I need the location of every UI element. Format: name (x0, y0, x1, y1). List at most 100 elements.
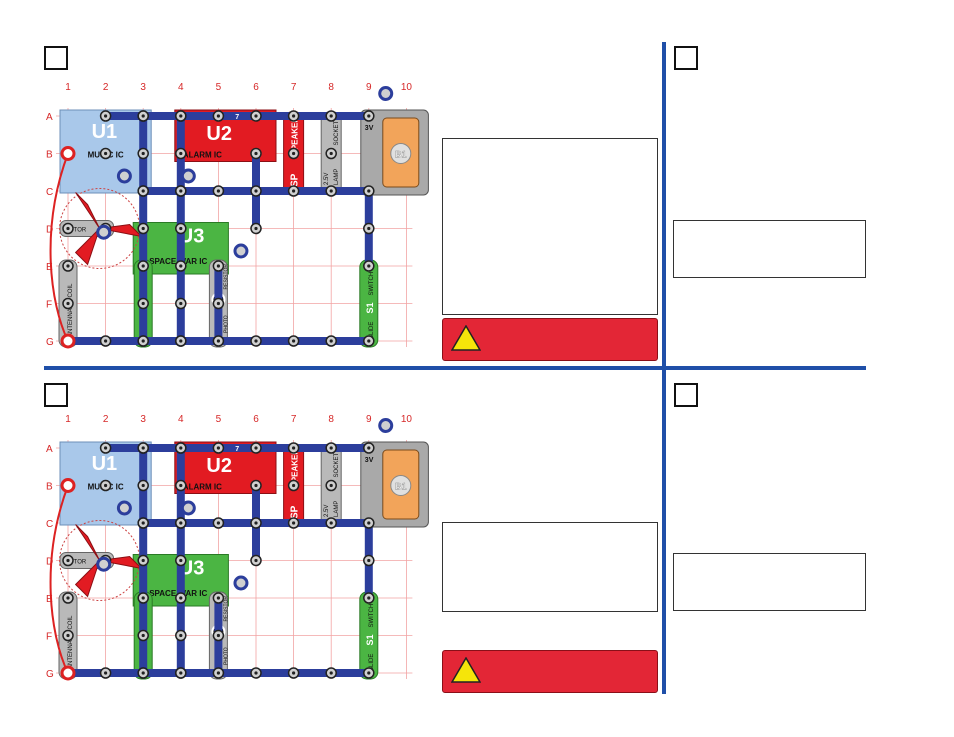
snap-connector-center (141, 189, 145, 193)
snap-connector-center (292, 671, 296, 675)
jumper-post (96, 224, 112, 240)
warning-bar-bottom (442, 650, 658, 693)
row-label: B (46, 150, 53, 161)
snap-connector-center (254, 446, 258, 450)
column-label: 4 (178, 414, 184, 425)
snap-connector-center (216, 446, 220, 450)
alarm-ic-id: U2 (206, 123, 232, 145)
warning-triangle-icon (451, 657, 481, 683)
jumper-post (96, 556, 112, 572)
snap-connector-center (141, 596, 145, 600)
snap-connector-center (141, 446, 145, 450)
column-label: 1 (65, 82, 71, 93)
snap-connector-center (367, 521, 371, 525)
snap-connector-center (216, 633, 220, 638)
row-label: E (46, 594, 53, 605)
snap-connector-center (254, 226, 258, 231)
photo-resistor-res: RESISTOR (223, 264, 229, 290)
alarm-ic-label: ALARM IC (183, 151, 222, 160)
snap-connector-center (329, 671, 333, 675)
column-label: 7 (291, 414, 297, 425)
snap-connector-center (216, 596, 220, 600)
snap-connector-center (254, 521, 258, 525)
coil-label: COIL (68, 283, 74, 298)
snap-connector-center (254, 189, 258, 193)
snap-connector-center (179, 521, 183, 525)
battery-id: B1 (395, 482, 407, 492)
snap-connector-center (141, 633, 145, 638)
step-box-top-right (674, 46, 698, 70)
red-jumper-wire (49, 153, 69, 342)
alarm-ic-id: U2 (206, 455, 232, 477)
text-box-bottom-right (673, 553, 866, 611)
row-label: C (46, 519, 53, 530)
snap-connector-center (254, 558, 258, 563)
lamp-socket-label: SOCKET (334, 452, 340, 477)
snap-connector-center (329, 151, 333, 156)
column-label: 6 (253, 414, 259, 425)
warning-bar-top (442, 318, 658, 361)
snap-connector-center (104, 446, 108, 450)
row-label: B (46, 482, 53, 493)
snap-connector-center (216, 671, 220, 675)
battery-badge (390, 475, 412, 496)
slide-switch-sw: SWITCH (369, 604, 375, 628)
coil-label: COIL (68, 615, 74, 630)
snap-connector-center (292, 189, 296, 193)
snap-connector-center (367, 189, 371, 193)
snap-connector-center (254, 339, 258, 343)
battery-badge (390, 143, 412, 164)
motor-label: MOTOR (64, 560, 87, 566)
snap-connector-center (104, 114, 108, 118)
snap-connector-center (141, 339, 145, 343)
snap-connector-center (104, 483, 108, 488)
horizontal-divider (44, 366, 866, 370)
step-box-bottom-left (44, 383, 68, 407)
slide-switch-label: SLIDE (369, 654, 375, 671)
snap-connector-center (179, 264, 183, 268)
snap-connector-center (367, 264, 371, 268)
snap-connector-center (66, 633, 70, 638)
snap-connector-center (141, 558, 145, 563)
column-label: 5 (216, 82, 222, 93)
slide-switch-sw: SWITCH (369, 272, 375, 296)
snap-connector-center (329, 483, 333, 488)
snap-connector-center (179, 633, 183, 638)
column-label: 10 (401, 414, 413, 425)
snap-connector-center (141, 671, 145, 675)
row-label: E (46, 262, 53, 273)
snap-connector-center (367, 446, 371, 450)
snap-connector-center (141, 521, 145, 525)
column-label: 7 (291, 82, 297, 93)
column-label: 2 (103, 414, 109, 425)
snap-connector-center (66, 264, 70, 268)
snap-connector-center (179, 189, 183, 193)
snap-connector-center (216, 339, 220, 343)
snap-connector-center (66, 596, 70, 600)
snap-connector-center (329, 521, 333, 525)
battery-voltage: 3V (365, 457, 374, 464)
snap-connector-center (292, 151, 296, 156)
row-label: F (46, 300, 52, 311)
snap-connector-center (104, 671, 108, 675)
snap-connector-center (104, 151, 108, 156)
warning-triangle-icon (451, 325, 481, 351)
snap-connector-center (254, 151, 258, 156)
column-label: 3 (140, 82, 146, 93)
snap-connector-center (216, 264, 220, 268)
jumper-end-bottom (60, 333, 76, 349)
column-label: 3 (140, 414, 146, 425)
fan-blade (74, 560, 101, 598)
snap-connector-center (254, 483, 258, 488)
snap-connector-center (367, 596, 371, 600)
speaker-label: SPEAKER (291, 117, 300, 156)
motor-label: MOTOR (64, 228, 87, 234)
snap-connector-center (254, 671, 258, 675)
slide-switch-label: SLIDE (369, 322, 375, 339)
column-label: 6 (253, 82, 259, 93)
snap-connector-center (367, 558, 371, 563)
jumper-post (180, 168, 196, 184)
column-label: 8 (328, 82, 334, 93)
row-label: C (46, 187, 53, 198)
